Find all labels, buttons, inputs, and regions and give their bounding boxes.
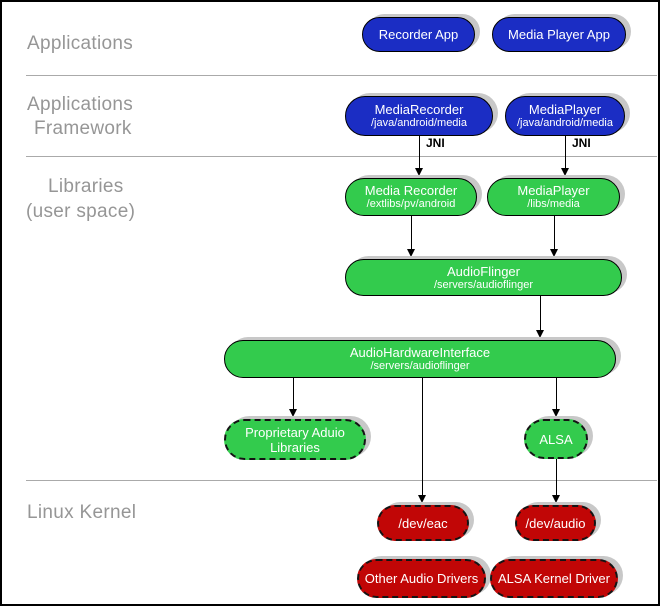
node-dev-audio-label: /dev/audio: [525, 515, 586, 531]
node-media-player-app-label: Media Player App: [508, 27, 610, 42]
arrow-ahi-to-proprietary-libraries: [289, 378, 297, 417]
node-proprietary-audio-libraries: Proprietary Aduio Libraries: [224, 419, 366, 460]
node-mediaplayer-framework-path: /java/android/media: [516, 117, 613, 129]
node-mediaplayer-framework-title: MediaPlayer: [528, 102, 602, 117]
arrow-mediaplayerlib-to-audioflinger: [550, 216, 558, 257]
node-mediaplayer-library: MediaPlayer /libs/media: [487, 178, 620, 216]
node-mediarecorder-framework-path: /java/android/media: [370, 117, 467, 129]
node-media-recorder-library-title: Media Recorder: [364, 183, 458, 198]
node-dev-audio: /dev/audio: [515, 505, 596, 541]
node-audioflinger-title: AudioFlinger: [447, 263, 520, 279]
arrow-audioflinger-to-audiohardwareinterface: [536, 296, 544, 338]
node-audiohardwareinterface-path: /servers/audioflinger: [370, 360, 470, 372]
node-media-recorder-library: Media Recorder /extlibs/pv/android: [345, 178, 477, 216]
node-audioflinger: AudioFlinger /servers/audioflinger: [345, 259, 622, 296]
divider-applications-framework: [26, 75, 657, 76]
jni-label-left: JNI: [426, 136, 445, 150]
arrow-mediarecorderlib-to-audioflinger: [407, 216, 415, 257]
node-other-audio-drivers: Other Audio Drivers: [357, 559, 486, 598]
node-mediaplayer-library-path: /libs/media: [527, 198, 580, 210]
node-audiohardwareinterface: AudioHardwareInterface /servers/audiofli…: [224, 340, 616, 378]
node-media-recorder-library-path: /extlibs/pv/android: [366, 198, 456, 210]
node-media-player-app: Media Player App: [492, 17, 626, 52]
node-alsa-kernel-driver: ALSA Kernel Driver: [490, 559, 618, 598]
section-label-libraries-line1: Libraries: [48, 176, 124, 197]
node-alsa-label: ALSA: [539, 431, 573, 447]
jni-label-right: JNI: [572, 136, 591, 150]
arrow-ahi-to-dev-eac: [418, 378, 426, 503]
node-mediaplayer-library-title: MediaPlayer: [517, 183, 590, 198]
section-label-applications: Applications: [27, 33, 134, 54]
section-label-applications-framework-line2: Framework: [34, 118, 132, 139]
arrow-mediaplayer-jni: [561, 135, 569, 176]
node-other-audio-drivers-label: Other Audio Drivers: [364, 571, 479, 586]
arrow-alsa-to-dev-audio: [552, 459, 560, 503]
node-recorder-app: Recorder App: [362, 17, 475, 52]
node-audiohardwareinterface-title: AudioHardwareInterface: [349, 345, 491, 360]
section-label-linux-kernel: Linux Kernel: [27, 502, 137, 523]
node-dev-eac-label: /dev/eac: [398, 515, 448, 531]
node-mediaplayer-framework: MediaPlayer /java/android/media: [505, 96, 625, 136]
divider-framework-libraries: [26, 156, 657, 157]
divider-libraries-kernel: [26, 480, 657, 481]
node-mediarecorder-framework-title: MediaRecorder: [374, 102, 464, 117]
node-mediarecorder-framework: MediaRecorder /java/android/media: [345, 96, 493, 136]
arrow-mediarecorder-jni: [415, 135, 423, 176]
arrow-ahi-to-alsa: [552, 378, 560, 417]
node-dev-eac: /dev/eac: [377, 505, 469, 541]
node-proprietary-audio-libraries-label: Proprietary Aduio Libraries: [245, 424, 345, 455]
node-alsa-kernel-driver-label: ALSA Kernel Driver: [498, 571, 610, 586]
section-label-libraries-line2: (user space): [26, 201, 136, 222]
node-recorder-app-label: Recorder App: [378, 27, 459, 42]
node-alsa: ALSA: [524, 419, 588, 459]
section-label-applications-framework-line1: Applications: [27, 94, 134, 115]
node-audioflinger-path: /servers/audioflinger: [433, 278, 534, 291]
